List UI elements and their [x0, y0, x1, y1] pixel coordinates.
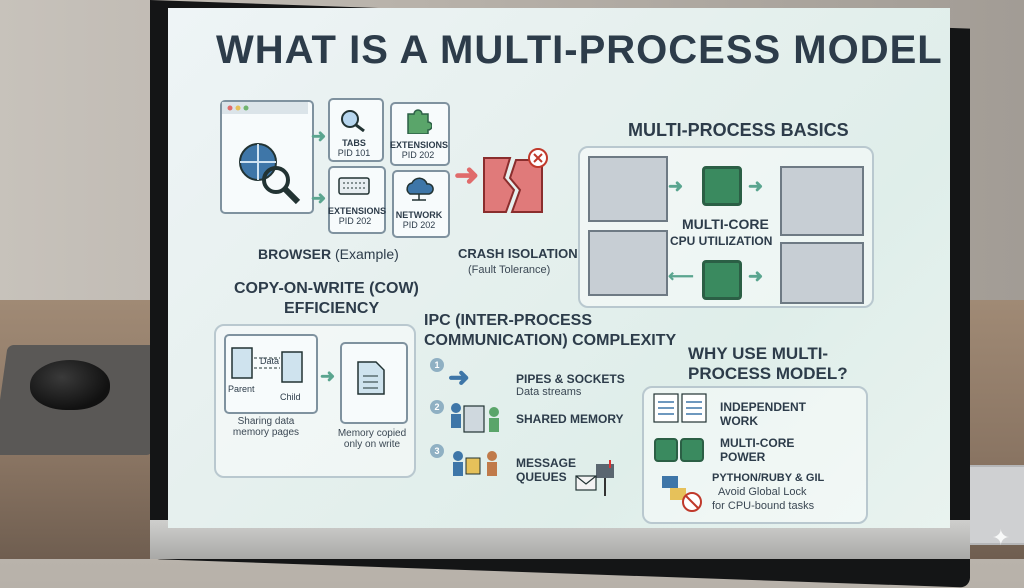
- arrow-icon: ➜: [320, 366, 336, 386]
- arrow-icon: ➜: [311, 126, 327, 146]
- broken-tile-icon: [483, 148, 548, 213]
- crash-arrow-icon: ➜: [454, 159, 480, 192]
- ipc-title-2: COMMUNICATION) COMPLEXITY: [424, 332, 677, 349]
- copied-memory-window: [340, 342, 408, 424]
- process-room-4: [780, 242, 864, 304]
- python-logo-icon: [662, 476, 702, 512]
- why-item-2-line2: POWER: [720, 450, 766, 464]
- cow-title-2: EFFICIENCY: [284, 300, 380, 317]
- process-room-1: [588, 156, 668, 222]
- why-title-1: WHY USE MULTI-: [688, 344, 829, 363]
- checklist-icon: [653, 393, 707, 423]
- basics-title: MULTI-PROCESS BASICS: [628, 120, 849, 140]
- ipc-item-3-label: MESSAGE QUEUES: [516, 456, 577, 484]
- crash-title: CRASH ISOLATION: [458, 246, 578, 261]
- arrow-icon: ➜: [748, 176, 764, 196]
- arrow-icon: ➜: [668, 176, 684, 196]
- document-pages-icon: [231, 347, 303, 383]
- tabs-pid: PID 101: [337, 148, 371, 158]
- ipc-item-1-sub: Data streams: [516, 386, 582, 398]
- keyboard-icon: [338, 177, 370, 195]
- arrow-icon: ➜: [311, 188, 327, 208]
- extensions-label-1: EXTENSIONS: [390, 140, 449, 150]
- why-item-3-line2: Avoid Global Lock: [718, 486, 807, 498]
- browser-window: [220, 100, 314, 214]
- ipc-number-1: 1: [430, 358, 444, 372]
- sparkle-watermark-icon: ✦: [991, 525, 1010, 550]
- extensions-pid-1: PID 202: [401, 150, 435, 160]
- puzzle-icon: [407, 109, 432, 134]
- parent-label: Parent: [228, 384, 255, 394]
- multicore-label: MULTI-CORE: [682, 216, 769, 232]
- cpu-chip-icon: [680, 438, 704, 462]
- cpu-chip-icon: [702, 260, 742, 300]
- crash-subtitle: (Fault Tolerance): [468, 264, 551, 276]
- network-pid: PID 202: [402, 220, 436, 230]
- cow-right-caption: Memory copied only on write: [337, 428, 407, 450]
- process-room-2: [780, 166, 864, 236]
- page-title: WHAT IS A MULTI-PROCESS MODEL: [216, 28, 943, 72]
- message-people-icon: [453, 451, 497, 476]
- why-item-3-line3: for CPU-bound tasks: [712, 500, 815, 512]
- cow-title-1: COPY-ON-WRITE (COW): [234, 280, 419, 297]
- network-label: NETWORK: [395, 210, 443, 220]
- computer-mouse: [30, 360, 110, 410]
- tabs-process-card: [328, 98, 384, 162]
- cpu-utilization-label: CPU UTILIZATION: [670, 234, 773, 248]
- why-item-1-line2: WORK: [720, 414, 758, 428]
- why-title-2: PROCESS MODEL?: [688, 364, 848, 383]
- ipc-item-2-label: SHARED MEMORY: [516, 412, 624, 426]
- document-icon: [357, 361, 385, 395]
- ipc-item-1-label: PIPES & SOCKETS: [516, 372, 625, 386]
- extensions-label-2: EXTENSIONS: [328, 206, 387, 216]
- why-item-3-line1: PYTHON/RUBY & GIL: [712, 472, 825, 484]
- ipc-number-3: 3: [430, 444, 444, 458]
- cloud-network-icon: [406, 177, 434, 201]
- cpu-chip-icon: [654, 438, 678, 462]
- extensions-pid-2: PID 202: [338, 216, 372, 226]
- child-label: Child: [280, 392, 301, 402]
- why-panel: [642, 386, 868, 524]
- tabs-label: TABS: [342, 138, 366, 148]
- cow-left-caption: Sharing data memory pages: [232, 416, 300, 438]
- monitor-screen: WHAT IS A MULTI-PROCESS MODEL TABS PID 1…: [168, 8, 950, 528]
- shared-memory-people-icon: [451, 403, 499, 433]
- magnifier-icon: [341, 110, 365, 132]
- arrow-icon: ➜: [748, 266, 764, 286]
- arrow-icon: ⟵: [668, 266, 694, 286]
- mailbox-envelope-icon: [575, 460, 614, 496]
- pipe-arrow-icon: ➜: [448, 362, 470, 392]
- why-item-1-line1: INDEPENDENT: [720, 400, 807, 414]
- ipc-title-1: IPC (INTER-PROCESS: [424, 312, 593, 329]
- data-label: Data: [260, 356, 280, 366]
- process-room-3: [588, 230, 668, 296]
- ipc-number-2: 2: [430, 400, 444, 414]
- browser-caption: BROWSER (Example): [258, 246, 399, 262]
- cpu-chip-icon: [702, 166, 742, 206]
- why-item-2-line1: MULTI-CORE: [720, 436, 795, 450]
- globe-search-icon: [222, 102, 308, 205]
